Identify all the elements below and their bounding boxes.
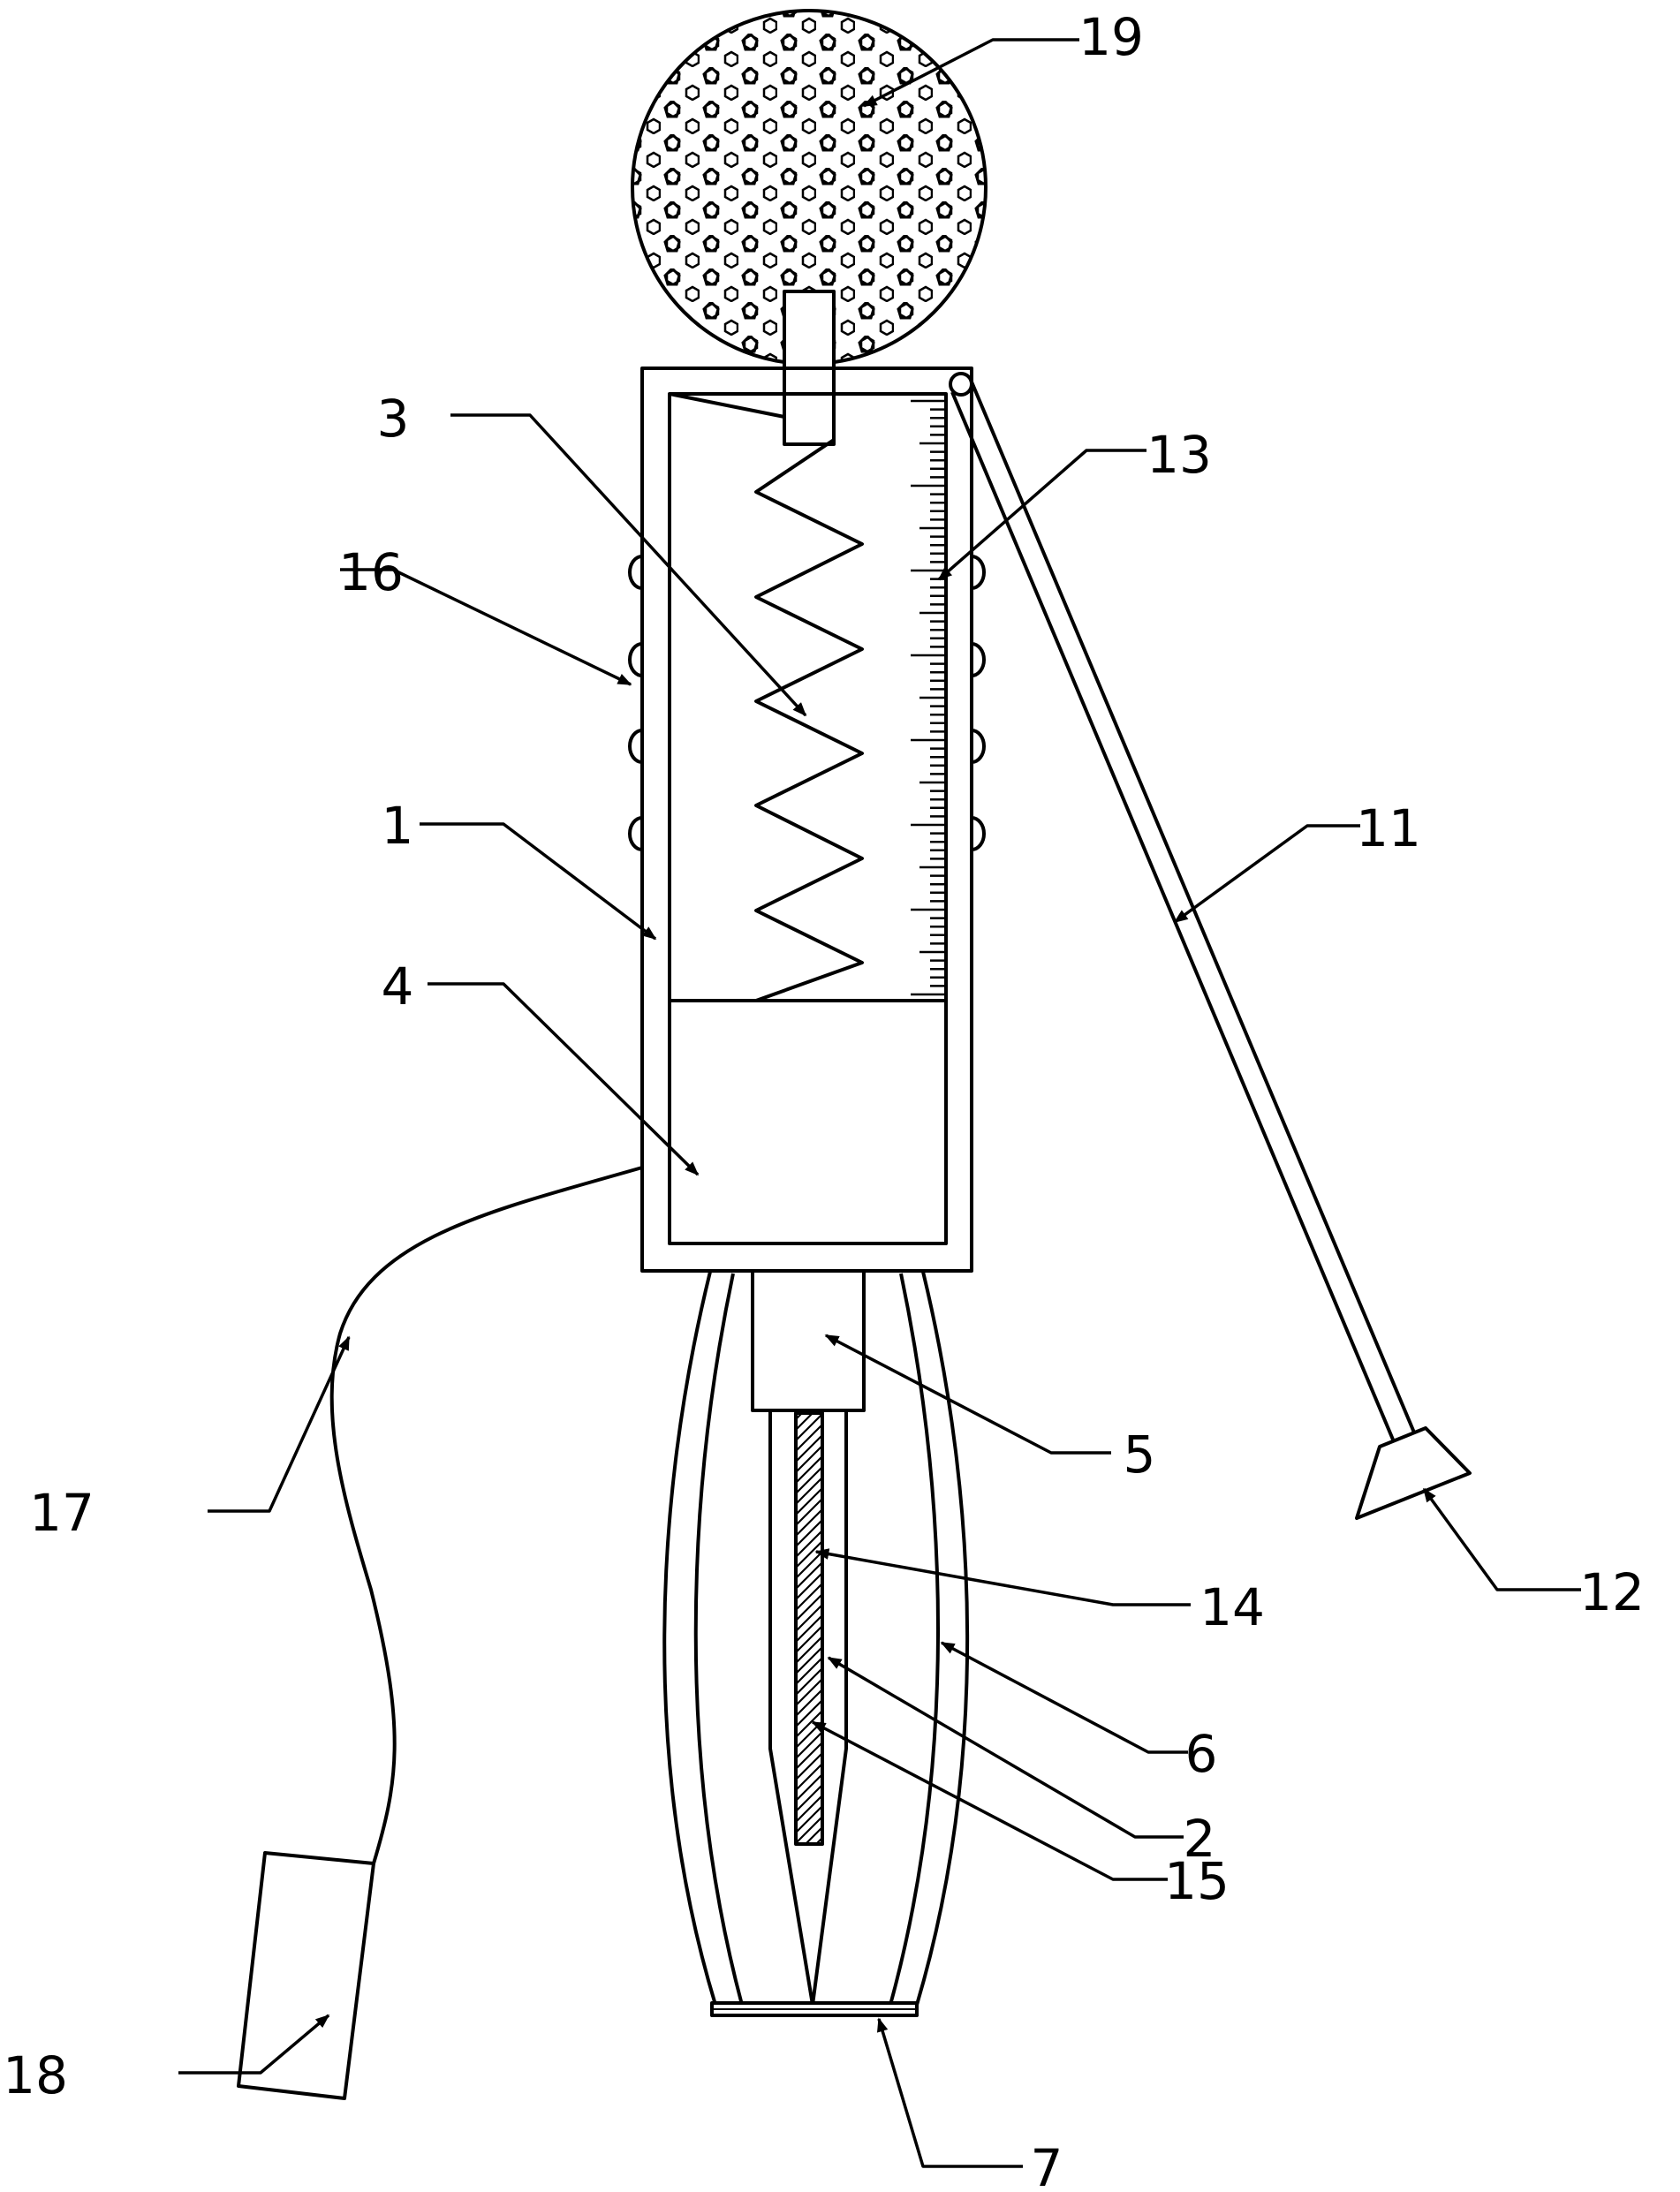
piston-block: [670, 1001, 946, 1243]
inner-chamber: [670, 394, 946, 1243]
pivot-rod-edge-a: [952, 392, 1393, 1440]
label-7: 7: [1031, 2138, 1063, 2192]
leader-lines: [178, 40, 1581, 2166]
label-15: 15: [1164, 1851, 1230, 1911]
label-11: 11: [1356, 798, 1421, 858]
outer-housing: [642, 368, 972, 1271]
chamber-cap-line: [670, 394, 784, 417]
label-1: 1: [382, 796, 414, 856]
pivot-rod-edge-b: [971, 380, 1414, 1432]
label-17: 17: [29, 1483, 95, 1543]
measurement-scale: [911, 401, 946, 994]
label-19: 19: [1078, 7, 1144, 67]
label-14: 14: [1199, 1577, 1265, 1637]
label-12: 12: [1579, 1562, 1645, 1622]
grip-bumps: [630, 556, 984, 850]
label-13: 13: [1146, 425, 1212, 485]
cable: [332, 1168, 642, 1863]
label-18: 18: [3, 2045, 68, 2105]
label-4: 4: [382, 956, 414, 1017]
connector-block: [753, 1271, 864, 1410]
label-5: 5: [1124, 1425, 1156, 1485]
label-16: 16: [338, 542, 404, 602]
suction-cup: [1357, 1428, 1470, 1518]
compression-spring: [756, 440, 862, 1001]
label-3: 3: [377, 389, 410, 449]
hatched-strip: [796, 1413, 822, 1844]
battery-pack: [238, 1853, 374, 2098]
label-6: 6: [1185, 1724, 1218, 1784]
